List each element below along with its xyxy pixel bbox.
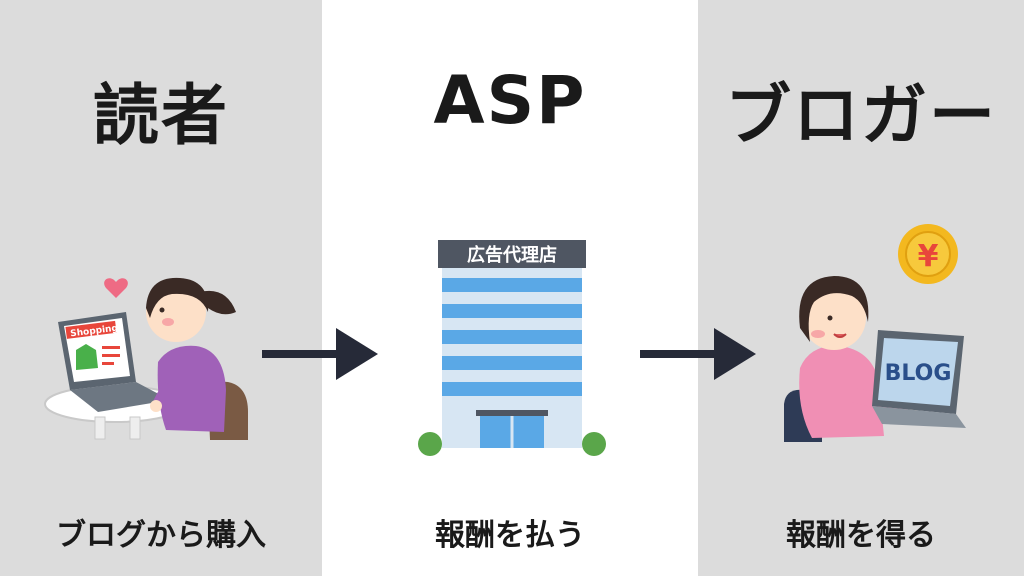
reader-body: [157, 345, 226, 432]
building-sign: [438, 240, 586, 268]
table-leg: [94, 416, 106, 440]
blog-screen-text: BLOG: [885, 361, 952, 386]
reader-caption: ブログから購入: [56, 518, 266, 553]
asp-title: ASP: [433, 62, 587, 139]
laptop-base: [70, 382, 170, 412]
heart-icon: [104, 278, 128, 298]
arrow-right-icon: [262, 328, 378, 380]
blogger-caption: 報酬を得る: [786, 518, 936, 553]
bush: [418, 432, 442, 456]
reader-illustration: Shopping: [44, 277, 248, 440]
building-sign-text: 広告代理店: [467, 244, 557, 266]
asp-column: ASP 広告代理店 報酬を払う: [322, 0, 698, 576]
blogger-hair: [799, 276, 869, 342]
blogger-title: ブロガー: [725, 77, 997, 154]
reader-hair: [146, 277, 209, 318]
yen-symbol: ¥: [918, 239, 939, 274]
shopping-banner: [65, 320, 117, 339]
blogger-body: [799, 345, 884, 438]
sweater-icon: [76, 344, 98, 370]
reader-column: 読者 Shopping ブログから購入: [0, 0, 322, 576]
arrow-right-icon: [640, 328, 756, 380]
reader-title: 読者: [93, 77, 229, 154]
agency-building-illustration: 広告代理店: [418, 240, 606, 456]
bush: [582, 432, 606, 456]
laptop-base: [872, 406, 966, 428]
asp-caption: 報酬を払う: [435, 518, 585, 553]
blogger-illustration: ¥ BLOG: [784, 224, 966, 442]
table-leg: [129, 416, 141, 440]
blogger-column: ブロガー ¥ BLOG 報酬を得る: [698, 0, 1024, 576]
